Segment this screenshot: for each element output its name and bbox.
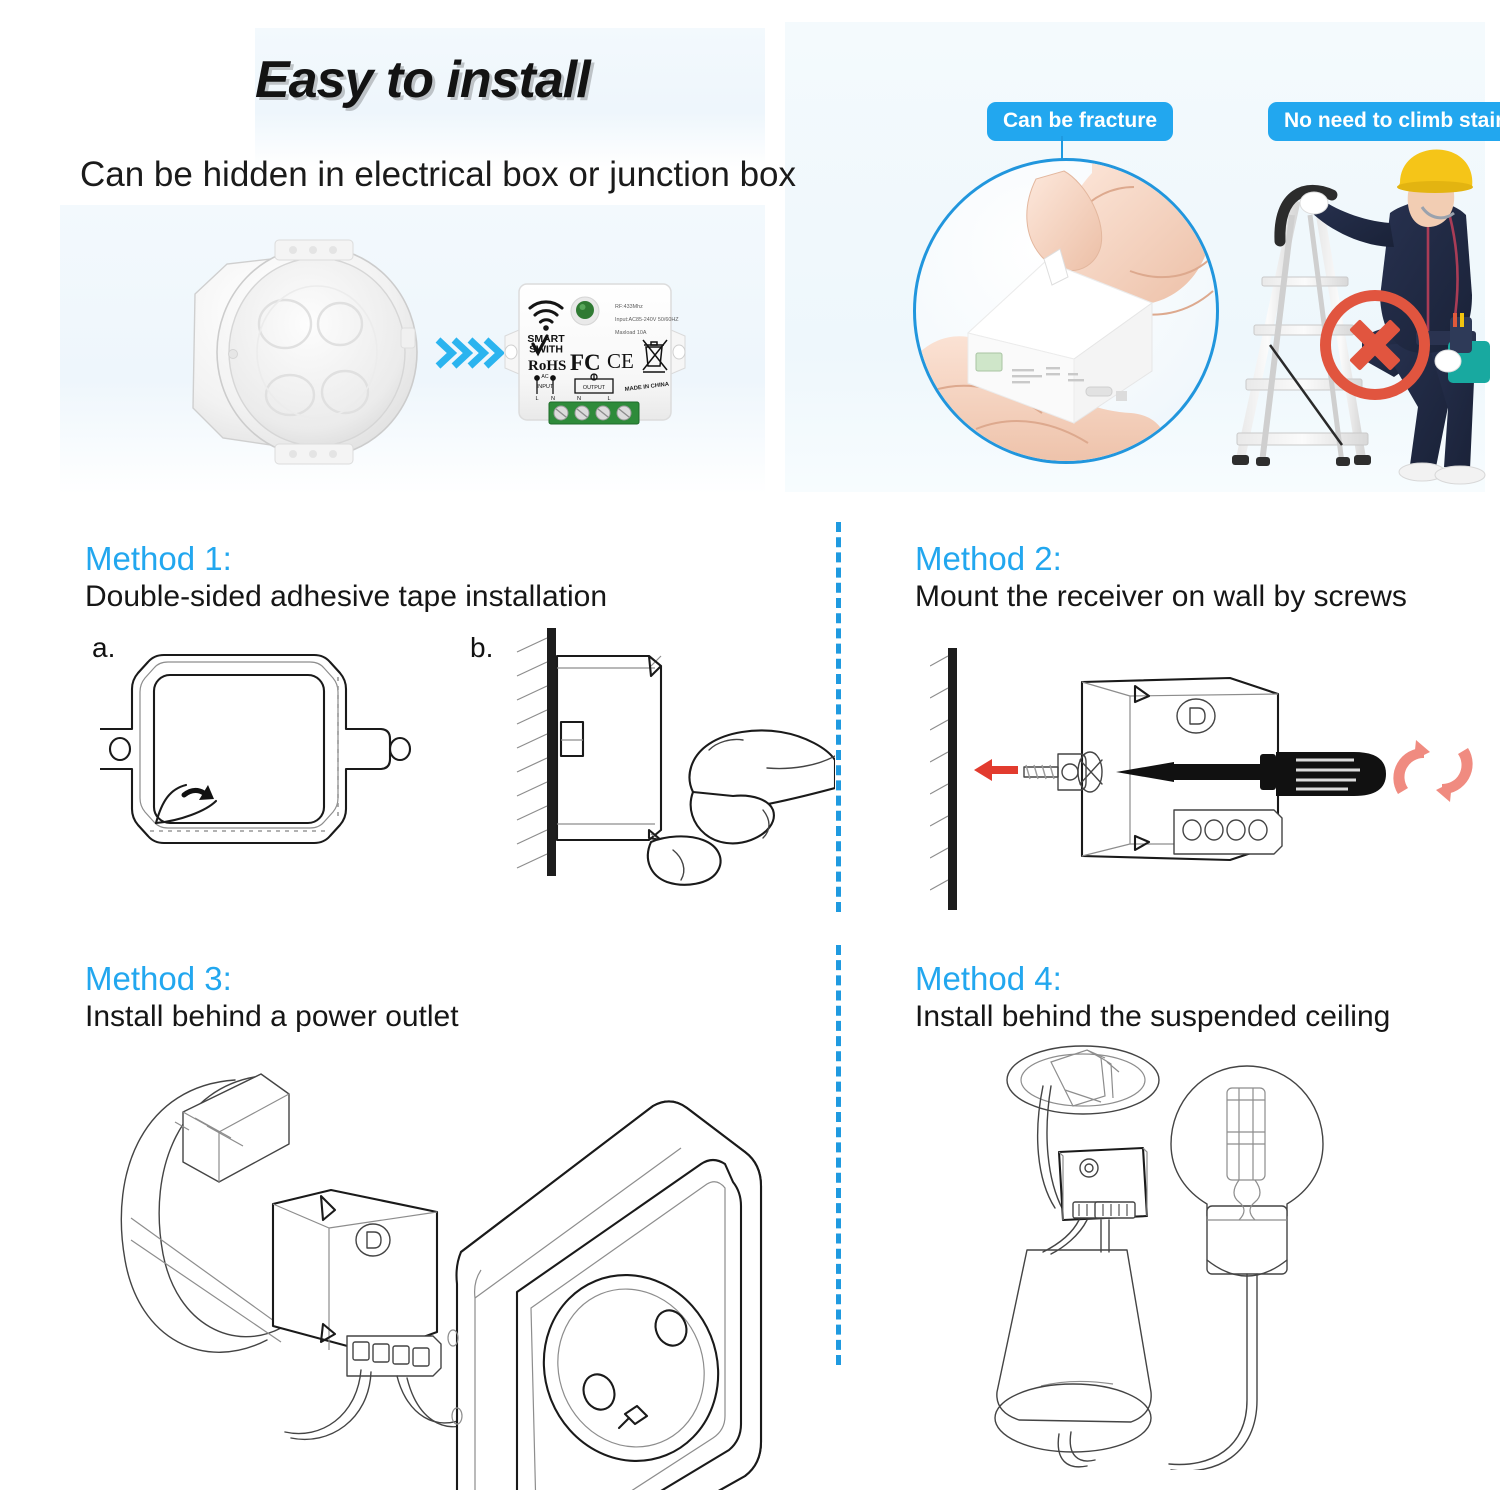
method-1-desc: Double-sided adhesive tape installation (85, 580, 608, 613)
method-4-title: Method 4: (915, 960, 1062, 997)
smart-switch-device-photo: SMART SWITH RF:433Mhz Input:AC85-240V 50… (504, 283, 686, 425)
device-terminal-ac: AC (541, 374, 548, 380)
device-spec-rf: RF:433Mhz (615, 304, 643, 310)
device-fcc-mark: FC (570, 350, 601, 375)
worker-on-ladder-photo (1232, 149, 1490, 485)
divider-vertical-top (836, 522, 841, 912)
junction-box-illustration (192, 239, 418, 465)
method-3-desc: Install behind a power outlet (85, 1000, 459, 1033)
page-title: Easy to install (255, 51, 591, 109)
screwdriver-icon (1116, 752, 1386, 796)
method-1-step-b-label: b. (470, 632, 494, 663)
method-2-desc: Mount the receiver on wall by screws (915, 580, 1407, 613)
push-direction-arrow-icon (974, 759, 1018, 781)
svg-text:L: L (535, 396, 538, 402)
page-subtitle: Can be hidden in electrical box or junct… (80, 155, 796, 194)
method-1-back-plate-diagram (100, 653, 412, 845)
device-terminal-output: OUTPUT (583, 385, 606, 391)
method-2-title: Method 2: (915, 540, 1062, 577)
title-tint-panel (255, 28, 765, 168)
divider-vertical-bottom (836, 945, 841, 1365)
weee-bin-icon (642, 339, 668, 373)
method-4-suspended-ceiling-diagram (994, 1045, 1324, 1470)
method-4-desc: Install behind the suspended ceiling (915, 1000, 1391, 1033)
svg-text:L: L (607, 396, 610, 402)
device-spec-load: Maxload 10A (615, 330, 647, 336)
method-2-screw-mount-diagram (930, 648, 1473, 910)
hands-holding-device-photo (913, 158, 1219, 464)
forbidden-x-icon (1320, 290, 1430, 400)
method-1-step-a-label: a. (92, 632, 116, 663)
svg-text:N: N (551, 396, 555, 402)
method-1-title: Method 1: (85, 540, 232, 577)
rotate-icon (1393, 740, 1473, 802)
device-spec-input: Input:AC85-240V 50/60HZ (615, 317, 679, 323)
badge-no-climb-stairs: No need to climb stairs (1268, 102, 1500, 141)
chevron-arrows-icon (435, 337, 504, 369)
method-1-press-to-wall-diagram (516, 628, 835, 886)
svg-text:N: N (577, 396, 581, 402)
device-rohs-mark: RoHS (528, 358, 566, 374)
device-terminal-input: INPUT (537, 384, 554, 390)
badge-can-be-fracture: Can be fracture (987, 102, 1174, 141)
method-3-title: Method 3: (85, 960, 232, 997)
device-ce-mark: CE (607, 349, 634, 373)
device-origin: MADE IN CHINA (625, 382, 671, 393)
method-3-power-outlet-diagram (120, 1073, 763, 1490)
